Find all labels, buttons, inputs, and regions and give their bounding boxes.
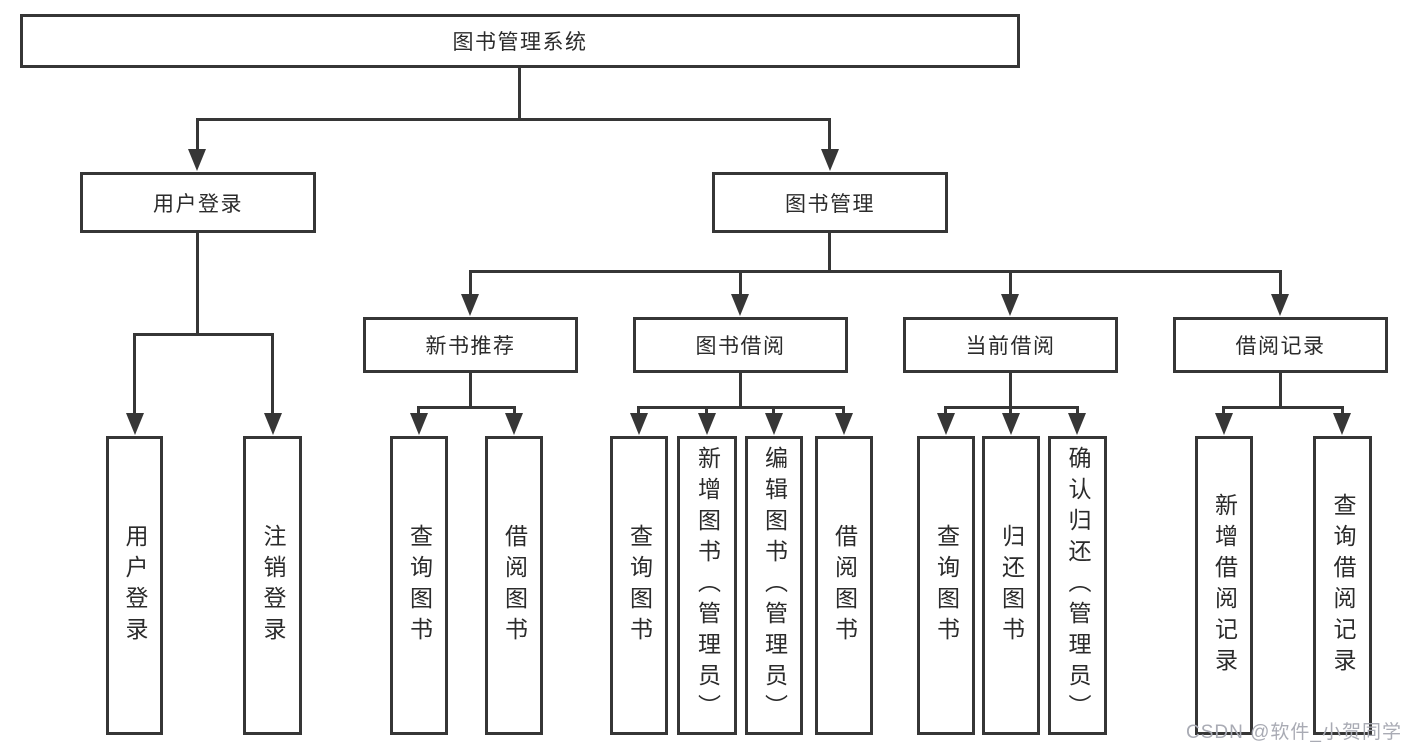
arrowhead-icon <box>765 413 783 435</box>
edge-new-book-stem-2 <box>513 406 516 416</box>
leaf-query-book-3: 查询图书 <box>917 436 975 735</box>
leaf-user-login-label: 用户登录 <box>122 523 148 648</box>
leaf-logout-label: 注销登录 <box>260 523 286 648</box>
leaf-query-borrow-record-label: 查询借阅记录 <box>1330 492 1356 679</box>
leaf-query-book-2-label: 查询图书 <box>626 523 653 648</box>
arrowhead-icon <box>1068 413 1086 435</box>
leaf-return-book-label: 归还图书 <box>998 523 1025 648</box>
node-user-login: 用户登录 <box>80 172 316 233</box>
leaf-query-book-2: 查询图书 <box>610 436 668 735</box>
leaf-query-borrow-record: 查询借阅记录 <box>1313 436 1372 735</box>
arrowhead-icon <box>731 294 749 316</box>
node-book-management: 图书管理 <box>712 172 948 233</box>
node-current-borrow-label: 当前借阅 <box>965 335 1056 358</box>
leaf-borrow-book-1-label: 借阅图书 <box>501 523 528 648</box>
leaf-add-book-admin-label: 新增图书（管理员） <box>694 446 721 725</box>
edge-current-borrow-stem-2 <box>1009 406 1012 416</box>
leaf-edit-book-admin-label: 编辑图书（管理员） <box>761 446 788 725</box>
node-new-book-recommend: 新书推荐 <box>363 317 578 373</box>
arrowhead-icon <box>835 413 853 435</box>
edge-book-mgmt-stem-3 <box>1009 270 1012 296</box>
arrowhead-icon <box>264 413 282 435</box>
leaf-query-book-1: 查询图书 <box>390 436 448 735</box>
arrowhead-icon <box>698 413 716 435</box>
node-root: 图书管理系统 <box>20 14 1020 68</box>
edge-borrow-record-vline <box>1279 373 1282 409</box>
arrowhead-icon <box>505 413 523 435</box>
edge-borrow-record-stem-2 <box>1341 406 1344 416</box>
edge-new-book-stem-1 <box>417 406 420 416</box>
edge-book-borrow-vline <box>739 373 742 409</box>
edge-root-hline <box>196 118 831 121</box>
leaf-logout: 注销登录 <box>243 436 302 735</box>
edge-book-borrow-stem-1 <box>637 406 640 416</box>
edge-book-mgmt-stem-4 <box>1279 270 1282 296</box>
leaf-add-book-admin: 新增图书（管理员） <box>677 436 737 735</box>
node-user-login-label: 用户登录 <box>153 192 243 216</box>
edge-book-borrow-stem-4 <box>842 406 845 416</box>
node-book-management-label: 图书管理 <box>785 192 875 216</box>
node-current-borrow: 当前借阅 <box>903 317 1118 373</box>
edge-new-book-hline <box>417 406 516 409</box>
node-root-label: 图书管理系统 <box>452 31 588 54</box>
leaf-confirm-return-admin: 确认归还（管理员） <box>1048 436 1107 735</box>
edge-root-stem-right <box>828 118 831 151</box>
edge-book-mgmt-stem-1 <box>469 270 472 296</box>
arrowhead-icon <box>188 149 206 171</box>
arrowhead-icon <box>630 413 648 435</box>
leaf-borrow-book-1: 借阅图书 <box>485 436 543 735</box>
leaf-edit-book-admin: 编辑图书（管理员） <box>745 436 803 735</box>
edge-user-login-vline <box>196 233 199 336</box>
arrowhead-icon <box>1215 413 1233 435</box>
leaf-borrow-book-2: 借阅图书 <box>815 436 873 735</box>
edge-book-borrow-stem-3 <box>772 406 775 416</box>
watermark-text: CSDN @软件_小贺同学 <box>1186 722 1402 743</box>
arrowhead-icon <box>821 149 839 171</box>
edge-root-stem-left <box>196 118 199 151</box>
leaf-query-book-1-label: 查询图书 <box>406 523 433 648</box>
edge-user-login-stem-1 <box>133 333 136 415</box>
edge-current-borrow-stem-3 <box>1076 406 1079 416</box>
node-borrow-record: 借阅记录 <box>1173 317 1388 373</box>
edge-new-book-vline <box>469 373 472 409</box>
edge-book-borrow-hline <box>637 406 845 409</box>
leaf-return-book: 归还图书 <box>982 436 1040 735</box>
arrowhead-icon <box>1002 413 1020 435</box>
arrowhead-icon <box>126 413 144 435</box>
leaf-user-login: 用户登录 <box>106 436 163 735</box>
edge-current-borrow-stem-1 <box>944 406 947 416</box>
edge-user-login-stem-2 <box>271 333 274 415</box>
edge-borrow-record-hline <box>1222 406 1344 409</box>
arrowhead-icon <box>461 294 479 316</box>
node-book-borrow-label: 图书借阅 <box>695 335 786 358</box>
leaf-add-borrow-record-label: 新增借阅记录 <box>1211 492 1238 679</box>
edge-current-borrow-vline <box>1009 373 1012 409</box>
edge-book-mgmt-vline <box>828 233 831 273</box>
leaf-query-book-3-label: 查询图书 <box>933 523 960 648</box>
arrowhead-icon <box>1333 413 1351 435</box>
arrowhead-icon <box>1271 294 1289 316</box>
leaf-borrow-book-2-label: 借阅图书 <box>831 523 858 648</box>
edge-root-vline <box>518 68 521 121</box>
edge-book-mgmt-hline <box>469 270 1282 273</box>
arrowhead-icon <box>410 413 428 435</box>
leaf-confirm-return-admin-label: 确认归还（管理员） <box>1065 446 1091 725</box>
edge-user-login-hline <box>133 333 274 336</box>
edge-book-mgmt-stem-2 <box>739 270 742 296</box>
arrowhead-icon <box>937 413 955 435</box>
edge-borrow-record-stem-1 <box>1222 406 1225 416</box>
edge-book-borrow-stem-2 <box>705 406 708 416</box>
node-borrow-record-label: 借阅记录 <box>1235 335 1326 358</box>
node-book-borrow: 图书借阅 <box>633 317 848 373</box>
arrowhead-icon <box>1001 294 1019 316</box>
leaf-add-borrow-record: 新增借阅记录 <box>1195 436 1253 735</box>
node-new-book-recommend-label: 新书推荐 <box>425 335 516 358</box>
